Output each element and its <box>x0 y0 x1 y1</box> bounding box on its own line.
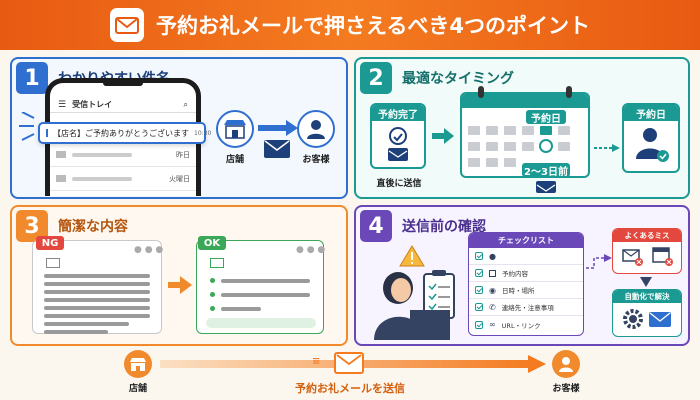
section2-title: 最適なタイミング <box>402 71 514 87</box>
calendar-grid <box>468 126 570 167</box>
person-icon: ● <box>489 251 496 261</box>
calendar-ring <box>478 86 484 98</box>
reservation-complete-card: 予約完了 <box>370 103 426 169</box>
alert-lines-icon <box>19 112 35 141</box>
store-icon <box>124 350 152 378</box>
checklist-item: ✆連絡先・注意事項 <box>469 299 583 316</box>
customer-check-icon <box>636 128 669 162</box>
search-icon[interactable]: ⌕ <box>183 99 188 109</box>
highlighted-mail[interactable]: 【店名】ご予約ありがとうございます 10:30 <box>38 122 211 144</box>
reservation-day-card: 予約日 <box>622 103 680 173</box>
checklist-item: ◉日時・場所 <box>469 282 583 299</box>
mail-icon <box>46 129 48 137</box>
list-item[interactable]: 火曜日 <box>50 167 196 191</box>
inbox-header: ☰ 受信トレイ ⌕ <box>50 97 196 113</box>
ng-label: NG <box>36 236 64 250</box>
phone-notch <box>103 80 143 86</box>
arrow-right-icon <box>432 128 454 144</box>
checklist-item: 予約内容 <box>469 265 583 282</box>
section1-number: 1 <box>16 62 48 94</box>
envelope-icon <box>536 181 556 193</box>
envelope-icon <box>264 140 290 158</box>
customer-icon <box>552 350 580 378</box>
mail-time: 火曜日 <box>169 174 190 183</box>
checklist-card: チェックリスト ● 予約内容 ◉日時・場所 ✆連絡先・注意事項 ∞URL・リンク <box>468 232 584 336</box>
ok-bullet-lines <box>210 278 310 311</box>
checklist-title: チェックリスト <box>469 233 583 248</box>
arrow-right-icon <box>168 276 192 294</box>
window-dots: ● ● ● <box>134 245 164 255</box>
dotted-arrow-icon <box>586 254 612 269</box>
error-mail-calendar-icon <box>622 247 673 266</box>
customer-label: お客様 <box>302 155 330 165</box>
automation-card: 自動化で解決 <box>612 289 682 337</box>
customer-icon <box>297 110 335 148</box>
send-immediately-label: 直後に送信 <box>376 179 422 189</box>
inbox-title: 受信トレイ <box>72 100 113 109</box>
automation-label: 自動化で解決 <box>613 290 681 303</box>
ok-footer-bar <box>206 318 316 328</box>
mail-icon <box>56 151 66 158</box>
footer-store-label: 店舗 <box>128 384 147 394</box>
arrow-down-icon <box>640 277 652 287</box>
menu-icon[interactable]: ☰ <box>58 99 67 110</box>
envelope-icon <box>110 8 144 42</box>
mail-time: 10:30 <box>194 129 212 137</box>
phone-icon: ✆ <box>489 302 496 312</box>
store-label: 店舗 <box>225 155 244 165</box>
location-pin-icon: ◉ <box>489 285 496 295</box>
ng-mail-card <box>32 240 162 334</box>
store-icon <box>216 110 254 148</box>
arrow-right-icon <box>258 120 298 136</box>
window-dots: ● ● ● <box>296 245 326 255</box>
link-icon: ∞ <box>489 320 496 329</box>
reservation-day-label: 予約日 <box>624 105 678 121</box>
reserve-day-label: 予約日 <box>526 110 566 125</box>
footer-send-label: 予約お礼メールを送信 <box>295 382 405 395</box>
envelope-icon <box>334 352 364 374</box>
mistakes-label: よくあるミス <box>613 229 681 242</box>
checklist-item: ∞URL・リンク <box>469 316 583 333</box>
person-checking-icon <box>374 245 455 340</box>
banner-title-row: 予約お礼メールで押さえるべき4つのポイント <box>0 0 700 50</box>
checklist-item: ● <box>469 248 583 265</box>
list-item[interactable]: 昨日 <box>50 143 196 167</box>
footer-customer-label: お客様 <box>552 384 580 394</box>
ng-text-lines <box>44 274 150 334</box>
envelope-icon <box>210 258 224 268</box>
days-before-label: 2～3日前 <box>522 163 570 178</box>
ok-label: OK <box>198 236 226 250</box>
envelope-icon <box>46 258 60 268</box>
complete-label: 予約完了 <box>372 105 424 121</box>
motion-lines: ≡ <box>312 356 321 367</box>
calendar-icon <box>489 269 496 277</box>
section4-title: 送信前の確認 <box>402 219 486 235</box>
section4-number: 4 <box>360 210 392 242</box>
common-mistakes-card: よくあるミス <box>612 228 682 274</box>
dotted-arrow-icon <box>594 144 620 152</box>
mail-time: 昨日 <box>176 150 190 159</box>
envelope-icon <box>388 148 408 161</box>
section3-title: 簡潔な内容 <box>58 219 128 235</box>
mail-subject: 【店名】ご予約ありがとうございます <box>53 128 189 138</box>
gear-mail-icon <box>623 309 671 329</box>
page-title: 予約お礼メールで押さえるべき4つのポイント <box>156 14 590 38</box>
section2-number: 2 <box>360 62 392 94</box>
calendar-ring <box>566 86 572 98</box>
check-icon <box>389 127 407 145</box>
mail-icon <box>56 175 66 182</box>
